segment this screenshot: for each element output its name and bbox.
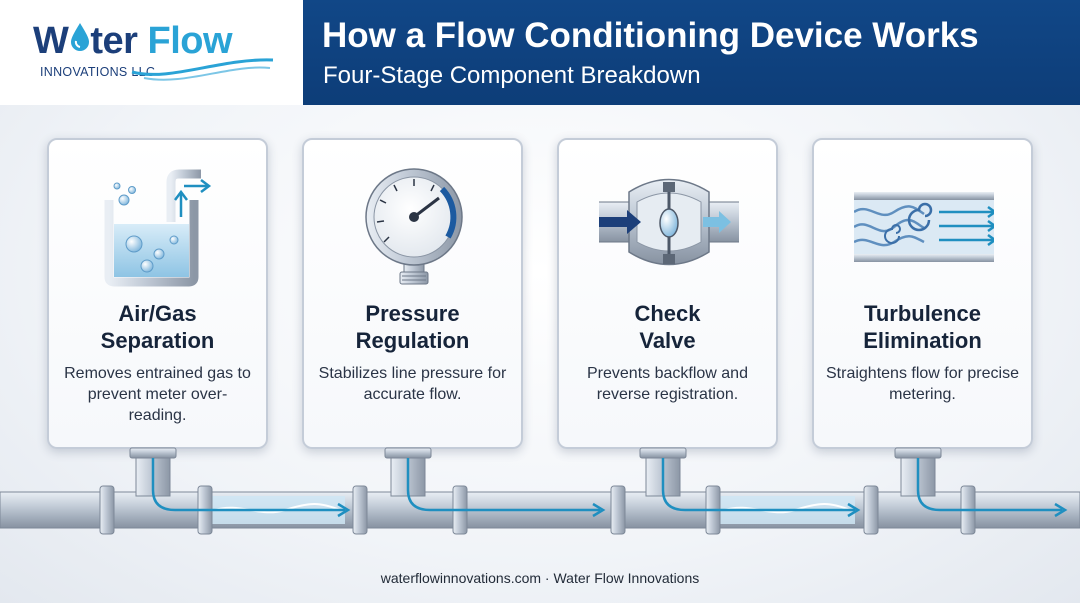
flow-straightener-icon [854, 192, 994, 262]
water-drop-icon [71, 23, 89, 51]
logo-text-ter: ter [90, 20, 138, 62]
wave-swoosh-icon [131, 58, 274, 81]
page-title: How a Flow Conditioning Device Works [322, 16, 979, 55]
stage-card-check-valve: Check Valve Prevents backflow and revers… [557, 138, 778, 449]
pressure-gauge-icon [365, 168, 463, 285]
logo-subtitle: INNOVATIONS LLC [40, 65, 156, 79]
stage-card-air-gas-separation: Air/Gas Separation Removes entrained gas… [47, 138, 268, 449]
air-gas-separator-icon [104, 169, 212, 287]
stage-title: Pressure Regulation [355, 301, 470, 353]
stage-title: Check Valve [634, 301, 701, 353]
stage-card-turbulence-elimination: Turbulence Elimination Straightens flow … [812, 138, 1033, 449]
pipeline-diagram [0, 447, 1080, 535]
stage-description: Prevents backflow and reverse registrati… [587, 365, 748, 403]
stage-description: Stabilizes line pressure for accurate fl… [318, 365, 507, 403]
stage-description: Removes entrained gas to prevent meter o… [64, 365, 251, 424]
title-bar: How a Flow Conditioning Device Works Fou… [303, 0, 1080, 105]
logo-text-flow: Flow [147, 20, 233, 62]
flow-path-arrows [151, 458, 1068, 518]
logo-letter-w: W [33, 20, 69, 62]
stage-description: Straightens flow for precise metering. [826, 365, 1019, 403]
footer-text[interactable]: waterflowinnovations.com · Water Flow In… [380, 570, 700, 586]
check-valve-icon [599, 178, 739, 266]
page-subtitle: Four-Stage Component Breakdown [323, 62, 701, 89]
stage-card-pressure-regulation: Pressure Regulation Stabilizes line pres… [302, 138, 523, 449]
stage-title: Turbulence Elimination [863, 301, 982, 353]
stage-title: Air/Gas Separation [100, 301, 215, 353]
